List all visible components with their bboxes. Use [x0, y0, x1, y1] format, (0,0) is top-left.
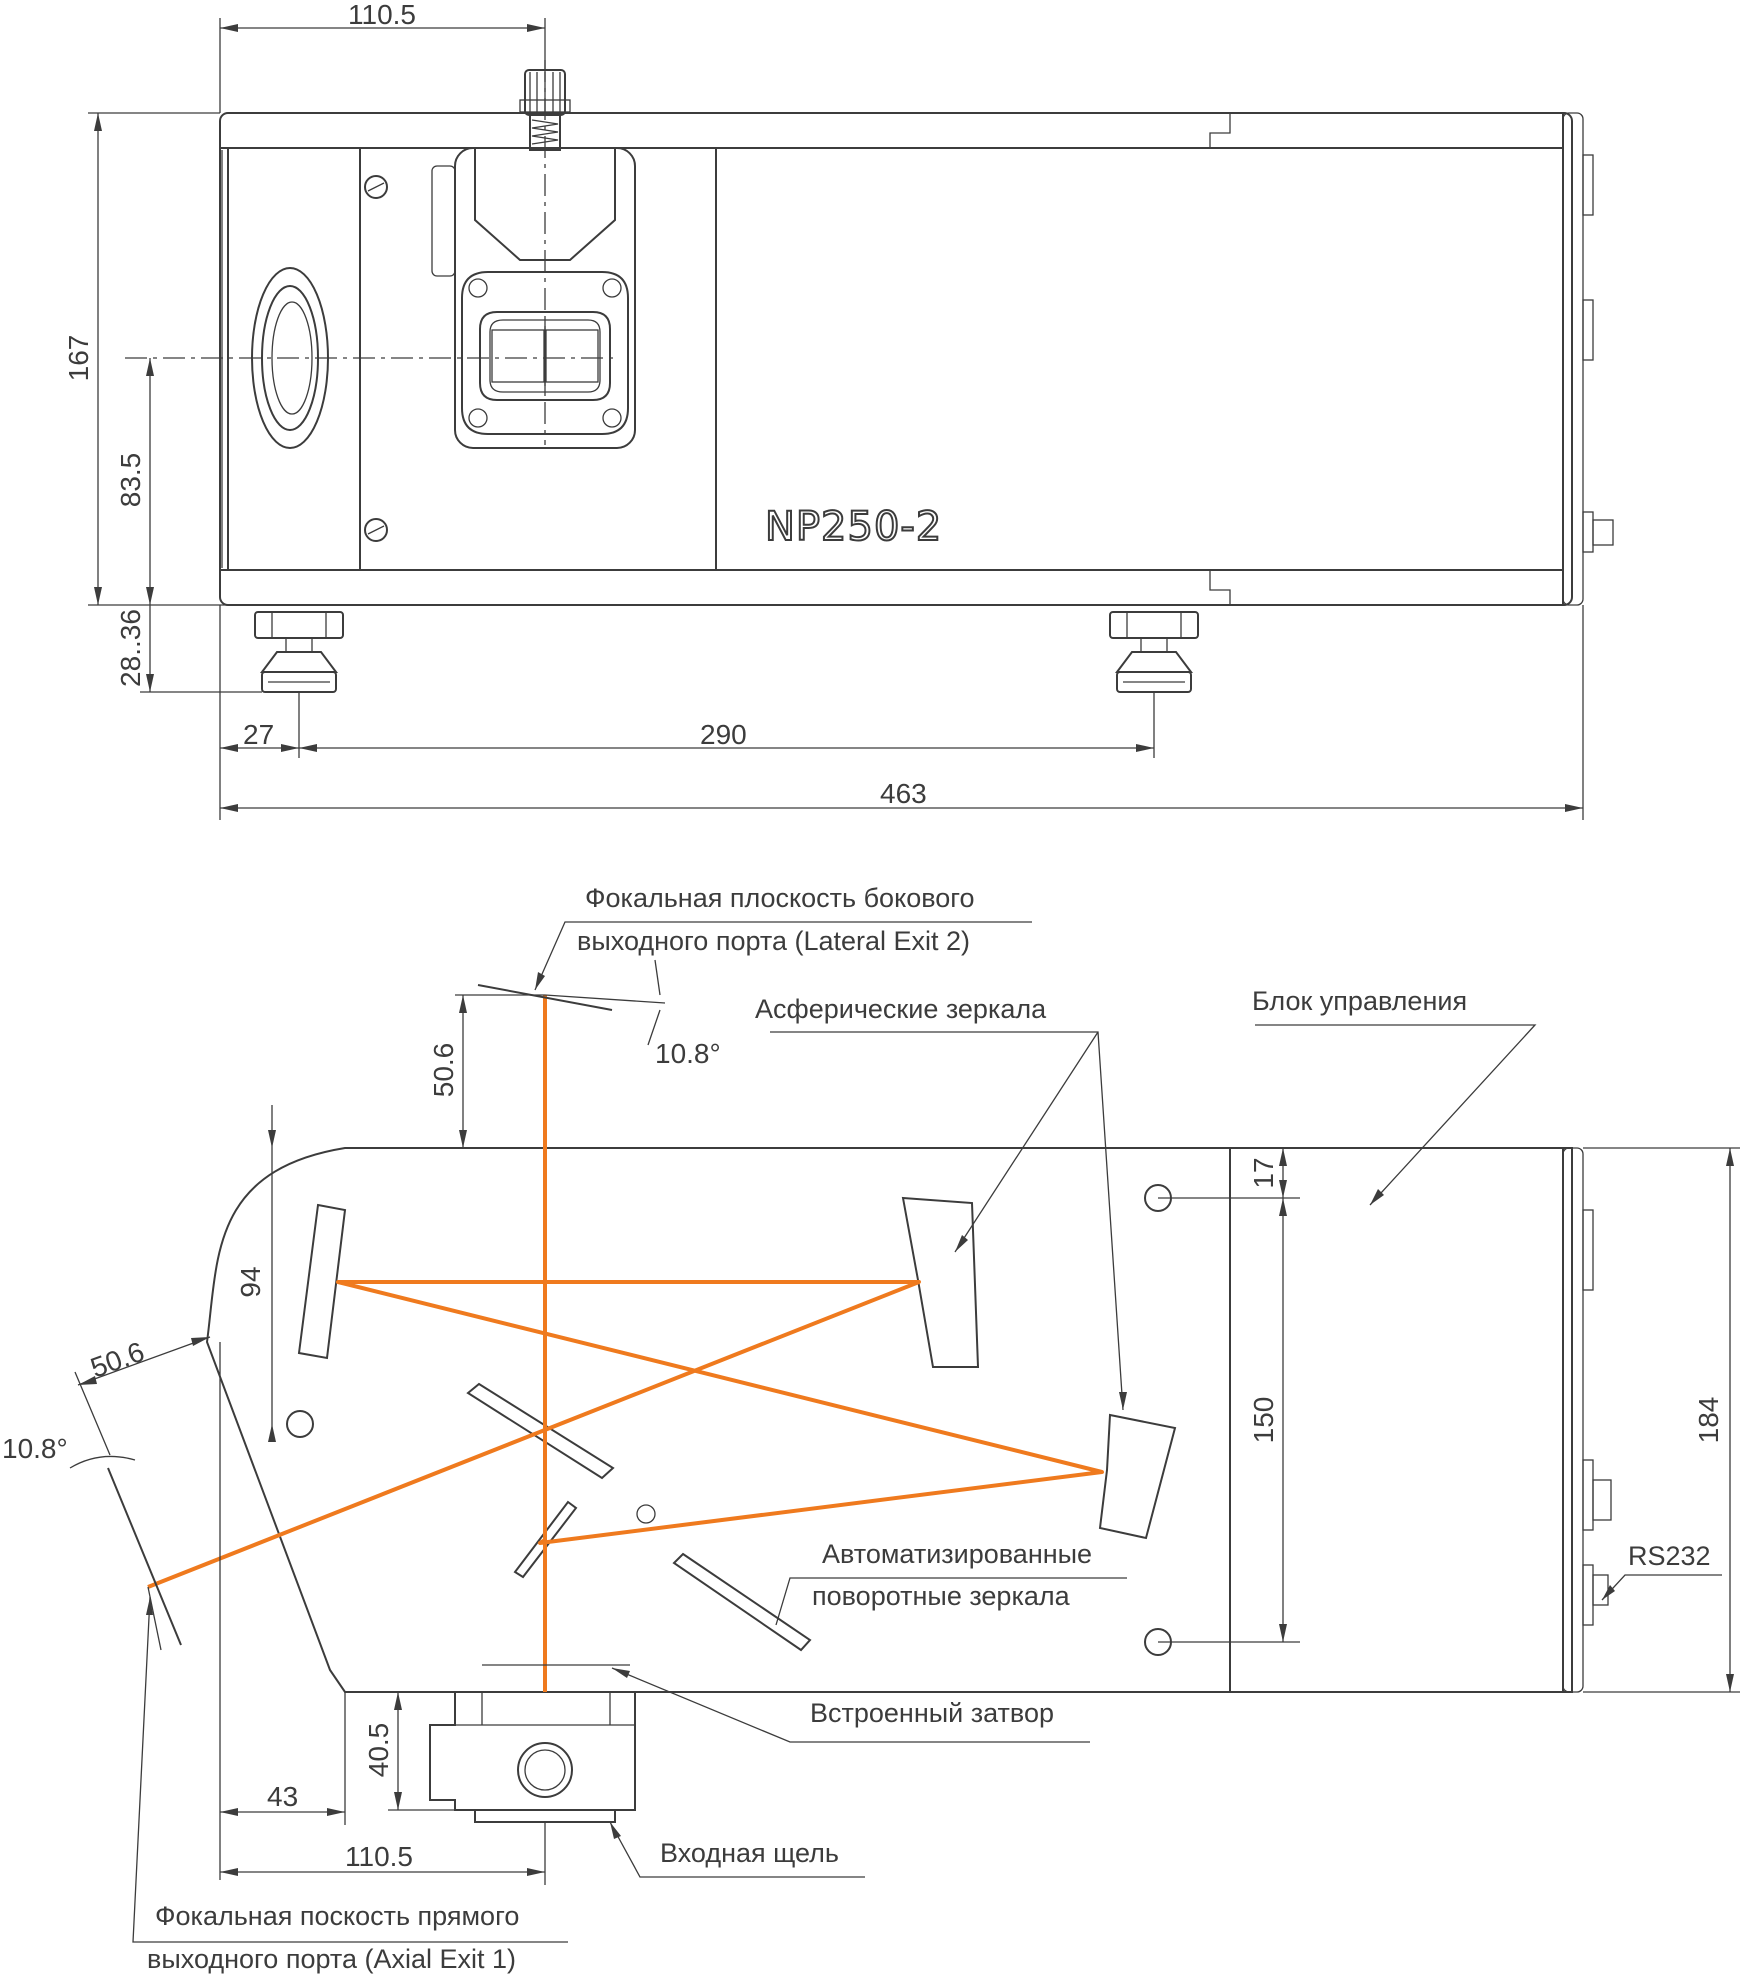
dim-foot-offset: 27: [243, 719, 274, 750]
dim-foot-height: 28..36: [115, 609, 146, 687]
label-shutter: Встроенный затвор: [810, 1698, 1054, 1728]
label-lateral-focal-1: Фокальная плоскость бокового: [585, 883, 975, 913]
beam-path: [147, 995, 1104, 1692]
dim-height: 167: [63, 335, 94, 382]
top-foot-right: [1109, 611, 1199, 693]
bottom-dimensions: 50.6 10.8° 94 50.6 10.8°: [2, 959, 1740, 1885]
dim-lateral-distance: 50.6: [428, 1043, 459, 1098]
label-axial-focal-1: Фокальная поскость прямого: [155, 1901, 519, 1931]
dim-slit-left: 43: [267, 1781, 298, 1812]
turning-mirror-3: [672, 1552, 812, 1652]
dim-axial-angle: 10.8°: [2, 1433, 68, 1464]
model-label: NP250-2: [765, 504, 942, 550]
label-turning-1: Автоматизированные: [822, 1539, 1092, 1569]
top-foot-left: [254, 611, 344, 693]
dim-left-height: 94: [235, 1266, 266, 1297]
dim-slit-offset: 110.5: [345, 1841, 413, 1872]
label-control-unit: Блок управления: [1252, 986, 1467, 1016]
dim-slit-depth: 40.5: [363, 1723, 394, 1778]
dim-foot-spacing: 290: [700, 719, 747, 750]
top-dimensions: 110.5 167 83.5 28..36: [63, 0, 1584, 820]
label-lateral-focal-2: выходного порта (Lateral Exit 2): [577, 926, 970, 956]
dim-top-offset: 110.5: [348, 0, 416, 30]
label-turning-2: поворотные зеркала: [812, 1581, 1071, 1611]
aspheric-mirror-top: [901, 1196, 980, 1368]
annotations: Фокальная плоскость бокового выходного п…: [132, 883, 1722, 1974]
top-slit-assembly: [125, 60, 636, 449]
dim-lateral-angle: 10.8°: [655, 1038, 721, 1069]
collimator-mirror-left: [297, 1203, 347, 1360]
top-body: [219, 112, 1614, 606]
label-axial-focal-2: выходного порта (Axial Exit 1): [147, 1944, 516, 1974]
dim-axial-distance: 50.6: [86, 1336, 148, 1384]
dim-total-length: 463: [880, 778, 927, 809]
label-rs232: RS232: [1628, 1541, 1711, 1571]
focal-planes: [107, 984, 666, 1651]
dim-axis-height: 83.5: [115, 453, 146, 508]
label-entrance-slit: Входная щель: [660, 1838, 839, 1868]
bottom-body: [205, 1147, 1612, 1693]
bottom-view: Фокальная плоскость бокового выходного п…: [2, 883, 1740, 1974]
label-aspheric: Асферические зеркала: [755, 994, 1047, 1024]
aspheric-mirror-right: [1098, 1413, 1177, 1540]
top-view: NP250-2 110.5: [63, 0, 1614, 820]
bottom-slit-assembly: [429, 1664, 636, 1823]
dim-total-height: 184: [1693, 1397, 1724, 1444]
dim-mount-top: 17: [1248, 1157, 1279, 1188]
dim-mount-spacing: 150: [1248, 1397, 1279, 1444]
